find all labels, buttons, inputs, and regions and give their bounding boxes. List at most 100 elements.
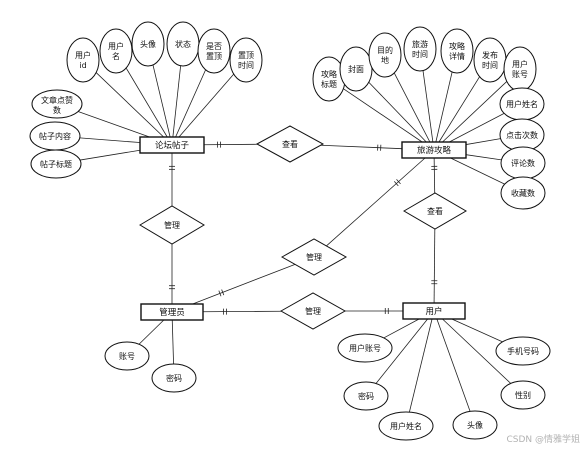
attribute-link <box>438 76 480 143</box>
relationship-diamond <box>279 292 347 330</box>
attribute-ellipse <box>229 37 263 83</box>
attribute-link <box>79 137 141 143</box>
relationship-link <box>326 157 426 247</box>
relationship-label: 查看 <box>282 139 298 149</box>
attribute-ellipse <box>500 176 546 210</box>
attribute-label: 收藏数 <box>511 188 535 198</box>
entity-box <box>401 141 467 159</box>
relationship-label: 管理 <box>305 306 321 316</box>
attribute-link <box>152 64 171 138</box>
attribute-label: 头像 <box>467 420 483 430</box>
relationship-diamond <box>403 192 467 230</box>
attribute-link <box>451 318 503 343</box>
attribute-label: id <box>79 61 86 70</box>
cardinality-tick <box>396 179 401 185</box>
attribute-link <box>138 319 165 345</box>
attribute-ellipse <box>378 411 434 441</box>
attribute-label: 用户 <box>75 50 91 60</box>
attribute-ellipse <box>440 28 474 74</box>
attribute-label: 发布 <box>482 50 498 60</box>
attribute-label: 是否 <box>206 42 222 51</box>
attribute-label: 用户姓名 <box>506 99 538 109</box>
relationship-link <box>192 263 296 305</box>
attribute-label: 头像 <box>140 39 156 49</box>
attribute-link <box>171 319 174 365</box>
attribute-ellipse <box>66 37 100 83</box>
attribute-label: 文章点赞 <box>41 95 73 105</box>
cardinality-tick <box>221 289 225 296</box>
attribute-label: 密码 <box>166 373 182 383</box>
attribute-link <box>175 69 206 138</box>
attribute-label: 目的 <box>377 45 393 55</box>
attribute-link <box>393 72 431 143</box>
relationship-link <box>433 157 436 194</box>
attribute-label: 评论数 <box>511 158 535 168</box>
attribute-ellipse <box>104 341 150 371</box>
attribute-link <box>172 65 182 138</box>
entity-label: 管理员 <box>159 307 185 318</box>
attribute-label: 详情 <box>449 51 465 61</box>
attribute-ellipse <box>503 46 537 92</box>
attribute-label: 帖子内容 <box>39 131 71 141</box>
attribute-label: 旅游 <box>412 39 428 49</box>
attribute-link <box>422 70 434 143</box>
attribute-label: 标题 <box>321 79 337 89</box>
attribute-label: 地 <box>381 55 389 65</box>
attribute-link <box>178 73 235 138</box>
entity-box <box>402 302 466 320</box>
attribute-link <box>442 81 508 143</box>
attribute-link <box>436 318 471 412</box>
attribute-link <box>449 112 505 143</box>
attribute-link <box>435 71 453 143</box>
relationship-label: 查看 <box>427 206 443 216</box>
attribute-ellipse <box>495 336 551 366</box>
entity-box <box>140 303 204 321</box>
attribute-label: 帖子标题 <box>40 159 72 169</box>
relationship-diamond <box>139 205 205 245</box>
attribute-label: 时间 <box>482 60 498 70</box>
cardinality-tick <box>218 290 222 297</box>
attribute-link <box>408 318 433 413</box>
attribute-ellipse <box>99 28 133 74</box>
attribute-ellipse <box>343 381 389 411</box>
attribute-label: 数 <box>53 105 61 115</box>
relationship-link <box>202 310 282 313</box>
relationship-diamond <box>280 238 348 276</box>
entity-box <box>139 136 205 154</box>
attribute-label: 点击次数 <box>506 130 538 140</box>
attribute-ellipse <box>151 363 197 393</box>
relationship-link <box>320 144 403 150</box>
connector-lines <box>77 64 511 413</box>
attribute-ellipse <box>197 28 231 74</box>
attribute-label: 用户账号 <box>349 343 381 353</box>
attribute-ellipse <box>368 32 402 78</box>
entity-label: 旅游攻略 <box>417 145 452 156</box>
attribute-link <box>343 88 423 143</box>
attribute-link <box>79 149 141 161</box>
attribute-label: 密码 <box>358 391 374 401</box>
attribute-label: 攻略 <box>321 69 337 79</box>
entity-label: 论坛帖子 <box>155 140 190 151</box>
relationship-label: 管理 <box>306 252 322 262</box>
attribute-link <box>465 154 502 161</box>
attribute-ellipse <box>131 21 165 67</box>
attribute-link <box>465 138 501 145</box>
attribute-label: 置顶 <box>238 51 254 60</box>
attribute-label: 置顶 <box>206 52 222 61</box>
attribute-ellipse <box>473 37 507 83</box>
attribute-ellipse <box>452 410 498 440</box>
attribute-label: 时间 <box>238 60 254 70</box>
attribute-label: 名 <box>112 51 120 61</box>
attribute-link <box>368 81 427 143</box>
attribute-label: 性别 <box>515 390 531 400</box>
relationship-link <box>433 228 436 304</box>
attribute-link <box>125 67 168 138</box>
watermark: CSDN @情雅学姐 <box>506 433 580 445</box>
relationship-diamond <box>255 125 325 163</box>
attribute-label: 攻略 <box>449 41 465 51</box>
diagram-nodes: 文章点赞数帖子内容帖子标题用户id用户名头像状态是否置顶置顶时间攻略标题封面目的… <box>29 21 551 441</box>
attribute-label: 手机号码 <box>507 346 539 356</box>
attribute-link <box>383 318 420 339</box>
attribute-link <box>77 111 150 138</box>
